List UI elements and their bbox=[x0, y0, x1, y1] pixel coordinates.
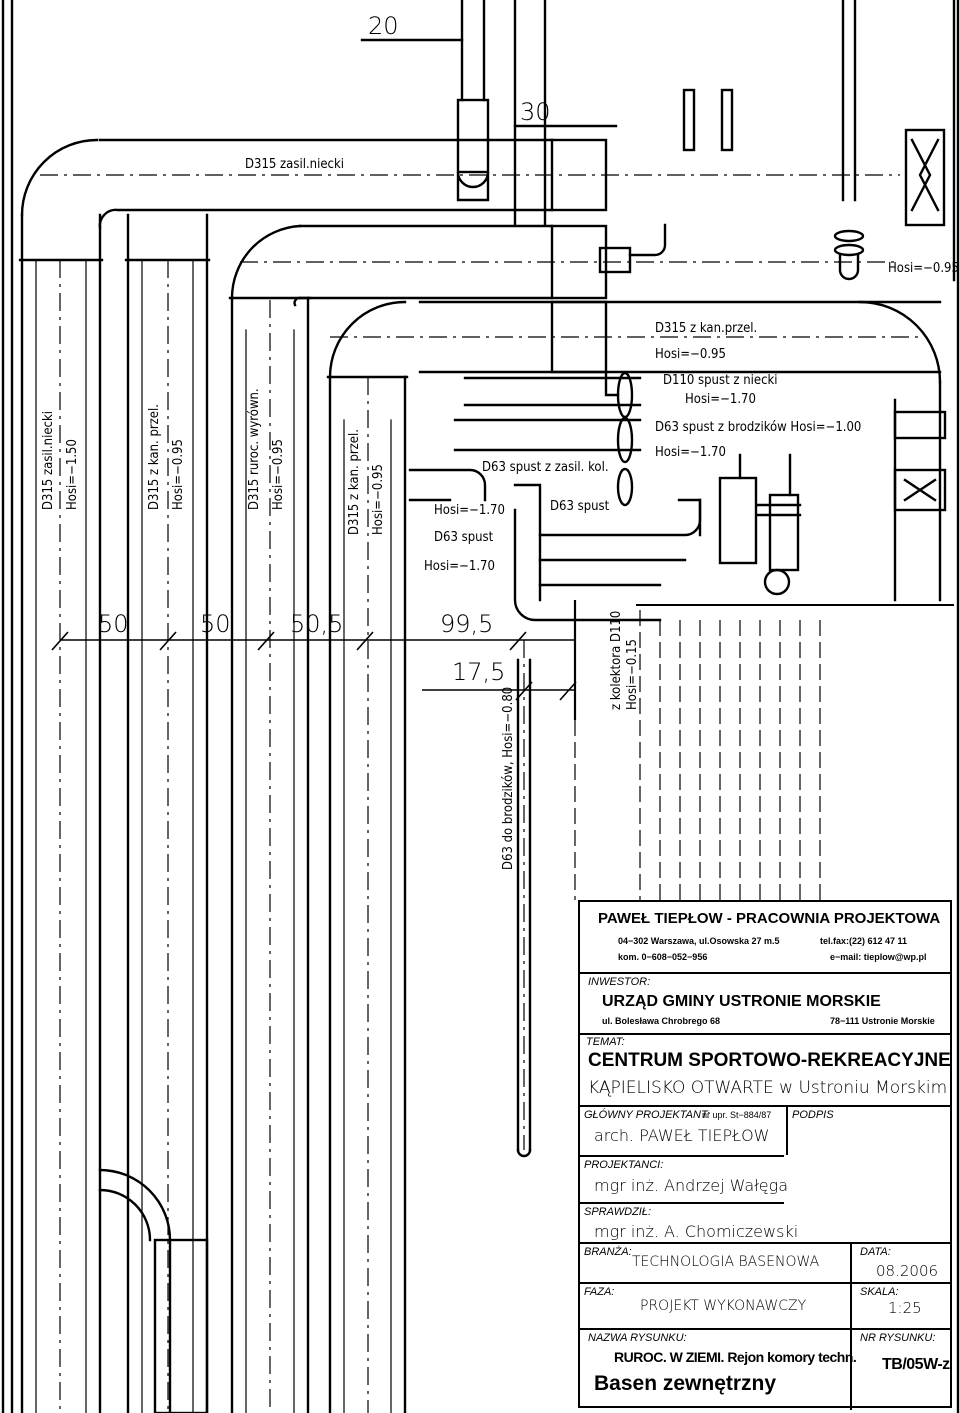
topic-label: TEMAT: bbox=[586, 1036, 625, 1048]
date-value: 08.2006 bbox=[876, 1262, 939, 1280]
dim-inner: 17,5 bbox=[452, 658, 505, 686]
label-hosi-170-a: Hosi=−1.70 bbox=[685, 392, 756, 407]
label-v4-hosi: Hosi=−0.95 bbox=[371, 464, 386, 535]
topic-subtitle: KĄPIELISKO OTWARTE w Ustroniu Morskim bbox=[588, 1078, 948, 1098]
label-d110-spust: D110 spust z niecki bbox=[663, 373, 778, 388]
label-v4-name: D315 z kan. przel. bbox=[347, 429, 362, 535]
date-label: DATA: bbox=[860, 1246, 891, 1258]
label-d63-spust-left: D63 spust bbox=[434, 530, 494, 545]
office-email: e−mail: tieplow@wp.pl bbox=[830, 952, 927, 962]
dim-top-30: 30 bbox=[520, 98, 551, 126]
label-v3-hosi: Hosi=−0.95 bbox=[271, 439, 286, 510]
investor-label: INWESTOR: bbox=[588, 976, 651, 988]
drawing-no-label: NR RYSUNKU: bbox=[860, 1332, 936, 1344]
label-d63-do-brodzikow: D63 do brodzików, Hosi=−0.80 bbox=[501, 687, 516, 870]
chief-licence: nr upr. St−884/87 bbox=[702, 1110, 772, 1120]
scale-value: 1:25 bbox=[888, 1299, 922, 1317]
label-hosi-170-c: Hosi=−1.70 bbox=[434, 503, 505, 518]
phase-value: PROJEKT WYKONAWCZY bbox=[640, 1298, 807, 1314]
label-d63-spust-brodzikow: D63 spust z brodzików Hosi=−1.00 bbox=[655, 420, 861, 435]
designers-name: mgr inż. Andrzej Wałęga bbox=[594, 1176, 788, 1195]
investor-name: URZĄD GMINY USTRONIE MORSKIE bbox=[602, 993, 881, 1010]
investor-street: ul. Bolesława Chrobrego 68 bbox=[602, 1016, 721, 1026]
topic-title: CENTRUM SPORTOWO-REKREACYJNE bbox=[588, 1050, 951, 1071]
branch-value: TECHNOLOGIA BASENOWA bbox=[632, 1254, 820, 1270]
drawing-no: TB/05W-z bbox=[882, 1356, 950, 1373]
office-name: PAWEŁ TIEPŁOW - PRACOWNIA PROJEKTOWA bbox=[598, 910, 941, 927]
dim-row-3: 50,5 bbox=[290, 610, 343, 638]
label-v2-name: D315 z kan. przel. bbox=[147, 404, 162, 510]
label-hosi-095-right: Hosi=−0.95 bbox=[888, 261, 959, 276]
chief-name: arch. PAWEŁ TIEPŁOW bbox=[594, 1126, 770, 1145]
office-address: 04−302 Warszawa, ul.Osowska 27 m.5 bbox=[618, 936, 780, 946]
checked-label: SPRAWDZIŁ: bbox=[584, 1206, 652, 1218]
dim-row-4: 99,5 bbox=[440, 610, 493, 638]
dim-row-2: 50 bbox=[200, 610, 231, 638]
label-hosi-095-mid: Hosi=−0.95 bbox=[655, 347, 726, 362]
branch-label: BRANŻA: bbox=[584, 1246, 632, 1258]
designers-label: PROJEKTANCI: bbox=[584, 1159, 664, 1171]
dim-top-20: 20 bbox=[368, 12, 399, 40]
label-d315-kan-przel: D315 z kan.przel. bbox=[655, 321, 757, 336]
drawing-name-label: NAZWA RYSUNKU: bbox=[588, 1332, 687, 1344]
label-d63-spust-zasil-kol: D63 spust z zasil. kol. bbox=[482, 460, 609, 475]
office-tel: tel.fax:(22) 612 47 11 bbox=[820, 936, 908, 946]
label-v1-name: D315 zasil.niecki bbox=[41, 411, 56, 510]
phase-label: FAZA: bbox=[584, 1286, 615, 1298]
dim-row-1: 50 bbox=[98, 610, 129, 638]
label-d63-spust-mid: D63 spust bbox=[550, 499, 610, 514]
chief-label: GŁÓWNY PROJEKTANT: bbox=[584, 1109, 710, 1121]
checked-name: mgr inż. A. Chomiczewski bbox=[594, 1222, 799, 1241]
signature-label: PODPIS bbox=[792, 1109, 834, 1121]
label-v2-hosi: Hosi=−0.95 bbox=[171, 439, 186, 510]
label-hosi-170-d: Hosi=−1.70 bbox=[424, 559, 495, 574]
label-v3-name: D315 ruroc. wyrówn. bbox=[247, 388, 262, 510]
label-kolektor-hosi: Hosi=−0.15 bbox=[625, 639, 640, 710]
label-kolektor: z kolektora D110 bbox=[609, 611, 624, 710]
title-block: PAWEŁ TIEPŁOW - PRACOWNIA PROJEKTOWA 04−… bbox=[578, 900, 952, 1410]
label-v1-hosi: Hosi=−1.50 bbox=[65, 439, 80, 510]
office-mobile: kom. 0−608−052−956 bbox=[618, 952, 708, 962]
drawing-name-1: RUROC. W ZIEMI. Rejon komory techn. bbox=[614, 1349, 857, 1365]
investor-city: 78−111 Ustronie Morskie bbox=[830, 1016, 935, 1026]
drawing-name-2: Basen zewnętrzny bbox=[594, 1372, 777, 1395]
label-hosi-170-b: Hosi=−1.70 bbox=[655, 445, 726, 460]
scale-label: SKALA: bbox=[860, 1286, 899, 1298]
label-d315-zasil-h: D315 zasil.niecki bbox=[245, 157, 344, 172]
